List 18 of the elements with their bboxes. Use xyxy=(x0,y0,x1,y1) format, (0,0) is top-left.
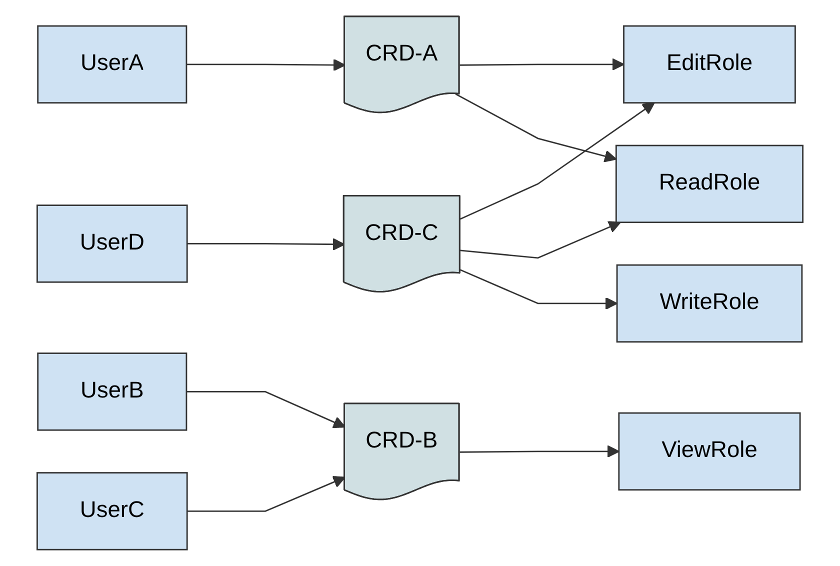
arrow xyxy=(455,93,617,162)
arrow xyxy=(460,445,620,458)
node-box: ViewRole xyxy=(618,412,801,491)
arrow xyxy=(187,476,346,512)
node-box: WriteRole xyxy=(616,264,803,343)
node-box: UserA xyxy=(37,25,188,104)
arrow xyxy=(460,269,618,310)
arrow xyxy=(460,58,624,71)
arrow xyxy=(460,221,621,259)
arrow xyxy=(186,390,346,428)
arrow xyxy=(187,238,345,251)
arrow xyxy=(186,58,346,72)
node-box: UserC xyxy=(36,472,188,550)
node-box: UserB xyxy=(37,352,188,431)
node-box: UserD xyxy=(36,204,188,283)
node-box: ReadRole xyxy=(615,144,804,224)
arrow xyxy=(460,102,655,220)
node-box: EditRole xyxy=(623,25,796,104)
